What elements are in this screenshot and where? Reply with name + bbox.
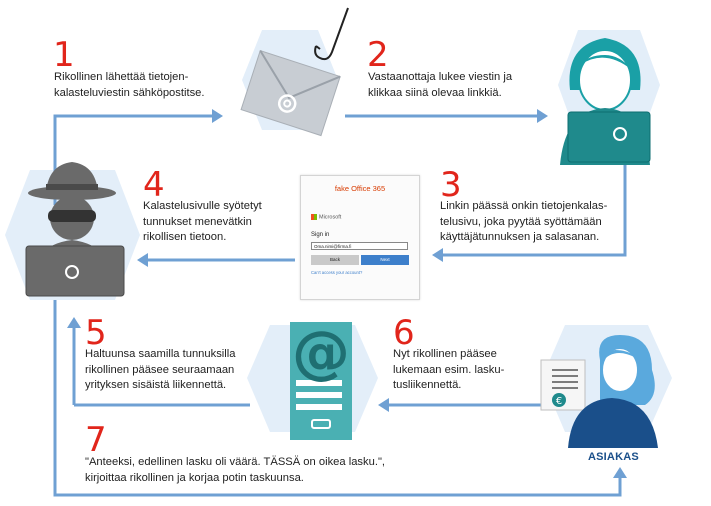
- step-7-line: kirjoittaa rikollinen ja korjaa potin ta…: [85, 471, 304, 484]
- arrowhead-3: [432, 248, 443, 262]
- step-2-line: Vastaanottaja lukee viestin ja: [368, 71, 513, 83]
- step-3-line: telusivu, joka pyytää syöttämään: [440, 215, 602, 228]
- step-2-line: klikkaa siinä olevaa linkkiä.: [368, 86, 502, 99]
- step-number-4: 4: [143, 165, 165, 205]
- step-text-1: Rikollinen lähettää tietojen- kalasteluv…: [54, 70, 224, 101]
- svg-text:€: €: [556, 396, 562, 407]
- step-text-2: Vastaanottaja lukee viestin ja klikkaa s…: [368, 70, 538, 101]
- svg-text:@: @: [292, 318, 350, 386]
- fake-brand-text: fake Office 365: [334, 184, 386, 193]
- envelope-hook-icon: [240, 50, 341, 137]
- step-6-line: tusliikennettä.: [393, 379, 462, 391]
- arrow-7: [53, 300, 622, 497]
- step-4-line: tunnukset menevätkin: [143, 215, 252, 228]
- step-text-4: Kalastelusivulle syötetyt tunnukset mene…: [143, 199, 293, 246]
- step-6-line: Nyt rikollinen pääsee: [393, 348, 497, 360]
- step-text-6: Nyt rikollinen pääsee lukemaan esim. las…: [393, 347, 533, 394]
- step-6-line: lukemaan esim. lasku-: [393, 363, 505, 376]
- hacker-icon: [25, 162, 125, 297]
- arrowhead-6: [378, 398, 389, 412]
- fake-brand-label: fake Office 365: [301, 184, 419, 193]
- account-help-link[interactable]: Can't access your account?: [311, 270, 363, 275]
- step-number-5: 5: [85, 313, 107, 353]
- arrowhead-7: [613, 467, 627, 478]
- step-1-line: Rikollinen lähettää tietojen-: [54, 71, 189, 83]
- microsoft-text: Microsoft: [319, 214, 342, 221]
- step-5-line: yrityksen sisäistä liikennettä.: [85, 379, 227, 391]
- step-5-line: rikollinen pääsee seuraamaan: [85, 363, 235, 376]
- step-number-6: 6: [393, 313, 415, 353]
- fake-login-page: fake Office 365 Microsoft Sign in Oma.ni…: [300, 175, 420, 300]
- step-number-2: 2: [367, 35, 389, 75]
- step-text-3: Linkin päässä onkin tietojenkalas- telus…: [440, 199, 640, 246]
- sign-in-heading: Sign in: [311, 232, 330, 238]
- email-server-icon: @: [290, 318, 352, 440]
- microsoft-logo: Microsoft: [311, 214, 341, 220]
- next-button[interactable]: Next: [361, 255, 409, 265]
- step-number-1: 1: [53, 35, 75, 75]
- user-laptop-icon: [560, 38, 651, 165]
- step-5-line: Haltuunsa saamilla tunnuksilla: [85, 348, 236, 360]
- step-4-line: Kalastelusivulle syötetyt: [143, 200, 262, 212]
- step-text-7: "Anteeksi, edellinen lasku oli väärä. TÄ…: [85, 455, 485, 486]
- step-3-line: Linkin päässä onkin tietojenkalas-: [440, 200, 608, 212]
- back-button[interactable]: Back: [311, 255, 359, 265]
- step-1-line: kalasteluviestin sähköpostitse.: [54, 86, 205, 99]
- arrowhead-4: [137, 253, 148, 267]
- microsoft-squares-icon: [311, 214, 317, 220]
- email-field[interactable]: Oma.nimi@firma.fi: [311, 242, 408, 250]
- step-number-7: 7: [85, 420, 107, 460]
- step-3-line: käyttäjätunnuksen ja salasanan.: [440, 231, 600, 243]
- customer-label: ASIAKAS: [588, 451, 639, 463]
- arrowhead-1: [212, 109, 223, 123]
- customer-invoice-icon: €: [540, 335, 658, 448]
- arrow-3: [440, 150, 627, 257]
- step-4-line: rikollisen tietoon.: [143, 231, 227, 243]
- step-text-5: Haltuunsa saamilla tunnuksilla rikolline…: [85, 347, 255, 394]
- step-number-3: 3: [440, 165, 462, 205]
- arrowhead-2: [537, 109, 548, 123]
- step-7-line: "Anteeksi, edellinen lasku oli väärä. TÄ…: [85, 456, 386, 468]
- fishing-hook-icon: [314, 7, 349, 61]
- arrowhead-5: [67, 317, 81, 328]
